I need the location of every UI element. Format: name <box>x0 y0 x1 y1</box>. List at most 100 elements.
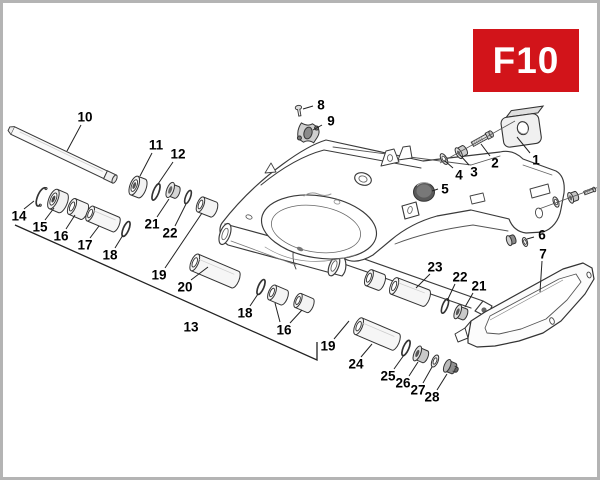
callout-16: 16 <box>53 214 76 244</box>
callout-25: 25 <box>380 354 405 384</box>
part-bearing-11 <box>128 175 148 199</box>
callout-number: 25 <box>380 369 396 384</box>
page-code-label: F10 <box>492 39 560 81</box>
bracket-line-13 <box>14 224 318 362</box>
callout-9: 9 <box>312 114 335 131</box>
part-axle-rod-10 <box>7 126 118 184</box>
callout-28: 28 <box>424 373 448 405</box>
callout-number: 7 <box>539 247 547 262</box>
leader-line <box>302 105 314 110</box>
callout-7: 7 <box>539 247 547 293</box>
callout-number: 16 <box>276 323 292 338</box>
part-flanged-bolt-28 <box>442 358 459 375</box>
callout-number: 16 <box>53 229 69 244</box>
callout-number: 18 <box>237 306 253 321</box>
callout-10: 10 <box>66 110 93 152</box>
callout-12: 12 <box>157 147 186 185</box>
part-circlip-14 <box>35 186 48 207</box>
callout-number: 18 <box>102 248 118 263</box>
callout-1: 1 <box>516 136 540 168</box>
part-spacer-17 <box>85 205 121 233</box>
leader-line <box>360 343 373 358</box>
part-bushing-16b <box>267 284 289 306</box>
leader-line <box>393 354 405 370</box>
callout-11: 11 <box>139 138 164 177</box>
callout-number: 23 <box>427 260 443 275</box>
part-nut-6 <box>505 234 517 247</box>
part-spacer-24 <box>353 317 401 351</box>
callout-number: 5 <box>441 182 449 197</box>
part-spacer-20 <box>189 253 241 289</box>
part-oring-22b <box>440 298 450 314</box>
leader-line <box>274 302 281 323</box>
part-washer-6 <box>521 237 529 247</box>
callout-number: 22 <box>452 270 467 285</box>
callout-16: 16 <box>274 302 303 338</box>
part-bushing-16a <box>66 198 90 220</box>
leader-line <box>464 292 474 308</box>
callout-number: 27 <box>410 383 425 398</box>
part-oring-22a <box>183 189 193 205</box>
callout-26: 26 <box>395 361 419 391</box>
callout-number: 6 <box>538 228 546 243</box>
leader-line <box>114 234 124 249</box>
part-oring-18b <box>256 278 266 296</box>
callout-19: 19 <box>320 320 350 354</box>
leader-line <box>312 124 323 131</box>
callout-21: 21 <box>464 279 487 308</box>
callout-number: 20 <box>177 280 192 295</box>
part-bushing-right <box>363 269 387 291</box>
part-adjuster-block-1 <box>500 105 545 148</box>
leader-line <box>190 266 209 281</box>
callout-5: 5 <box>431 182 449 197</box>
leader-line <box>436 373 448 391</box>
callout-14: 14 <box>11 200 35 224</box>
callout-18: 18 <box>102 234 124 263</box>
callout-number: 21 <box>144 217 160 232</box>
group-bracket-line <box>14 224 318 362</box>
callout-18: 18 <box>237 293 259 321</box>
callout-22: 22 <box>446 270 468 302</box>
callout-number: 24 <box>348 357 364 372</box>
leader-line <box>249 293 259 307</box>
leader-line <box>89 225 100 239</box>
callout-15: 15 <box>32 207 55 235</box>
part-flanged-nut-21b <box>453 304 469 321</box>
leader-line <box>157 161 174 185</box>
callout-20: 20 <box>177 266 209 295</box>
leader-line <box>156 198 170 218</box>
part-oring-18a <box>121 220 131 238</box>
leader-line <box>444 160 454 169</box>
swingarm-body <box>218 139 565 318</box>
part-clamp-9 <box>296 122 320 144</box>
callout-27: 27 <box>410 366 433 398</box>
callout-number: 11 <box>149 138 164 153</box>
cast-logo-mark <box>303 192 332 197</box>
callout-number: 28 <box>424 390 440 405</box>
callout-number: 21 <box>471 279 487 294</box>
callout-number: 13 <box>183 320 199 335</box>
guide-line <box>538 187 597 210</box>
callout-number: 17 <box>77 238 92 253</box>
leader-line <box>65 214 76 230</box>
leader-line <box>480 143 491 157</box>
assembly-guide-lines <box>439 120 597 210</box>
part-chain-slider-7 <box>454 262 595 348</box>
callout-19: 19 <box>151 212 203 283</box>
part-screw-8 <box>294 104 303 117</box>
leader-line <box>333 320 350 340</box>
callout-2: 2 <box>480 143 499 171</box>
leader-line <box>408 361 419 377</box>
part-bushing-16c <box>293 292 315 314</box>
part-bushing-19a <box>195 196 219 218</box>
part-cap-5 <box>413 182 435 202</box>
callout-number: 3 <box>470 165 478 180</box>
callout-number: 26 <box>395 376 411 391</box>
callout-8: 8 <box>302 98 325 113</box>
page-code-badge: F10 <box>473 29 579 92</box>
callout-24: 24 <box>348 343 373 372</box>
leader-line <box>164 212 203 269</box>
leader-line <box>431 188 439 192</box>
callout-number: 8 <box>317 98 325 113</box>
